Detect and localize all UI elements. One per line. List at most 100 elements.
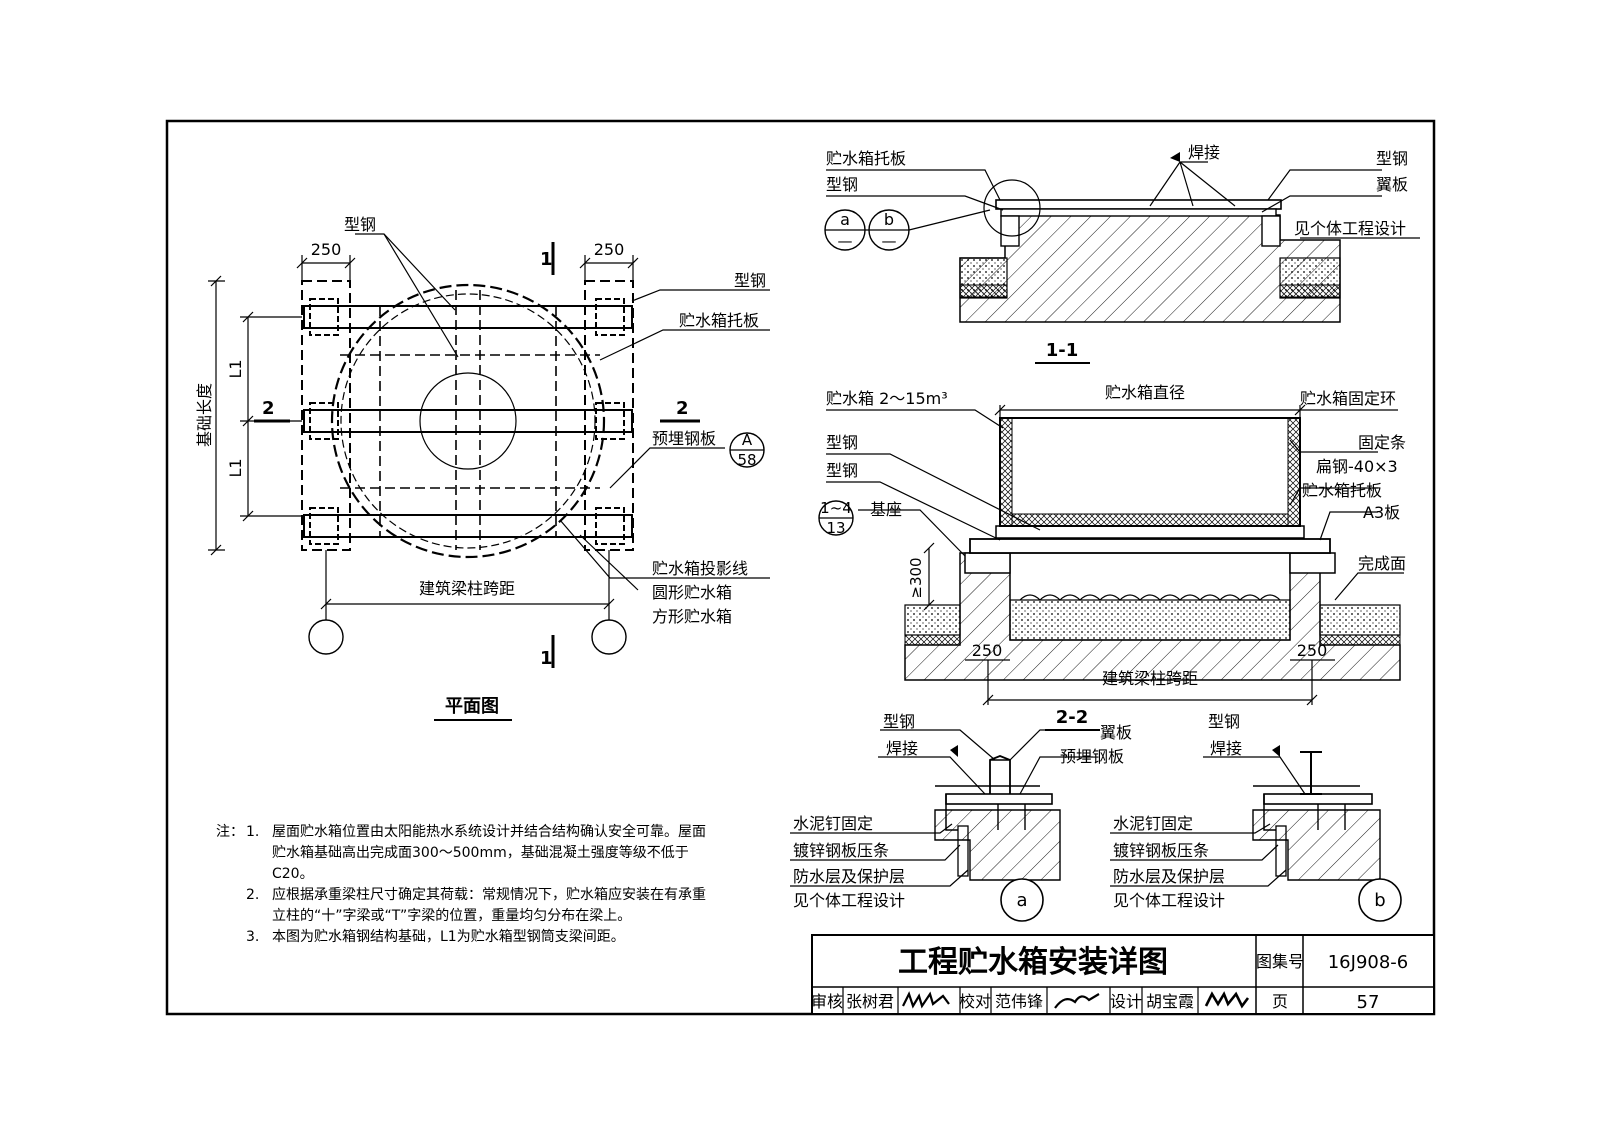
sheet-border (165, 119, 1436, 1016)
plan-title: 平面图 (445, 696, 499, 717)
label-b-design: 见个体工程设计 (1113, 891, 1225, 910)
label-a-waterproof: 防水层及保护层 (793, 867, 905, 886)
dim-span: 建筑梁柱跨距 (419, 579, 515, 598)
drawing-title: 工程贮水箱安装详图 (898, 945, 1168, 980)
label-b-weld: 焊接 (1210, 739, 1242, 758)
label-22-tray: 贮水箱托板 (1302, 481, 1382, 500)
tank-projection-circle (330, 283, 606, 559)
label-b-strip: 镀锌钢板压条 (1113, 841, 1209, 860)
label-a-wing: 翼板 (1100, 723, 1132, 742)
detail-b-marker (1358, 878, 1402, 922)
section-1-1-title: 1-1 (1046, 340, 1079, 361)
dim-22-span: 建筑梁柱跨距 (1102, 669, 1198, 688)
ref-a-text: a (840, 210, 850, 229)
label-b-steel: 型钢 (1208, 712, 1240, 731)
ref-base-bottom: 13 (826, 519, 845, 537)
label-1-1-steel-left: 型钢 (826, 175, 858, 194)
note-number: 2. (246, 887, 260, 903)
label-steel-top: 型钢 (344, 215, 376, 234)
section-2-left: 2 (262, 398, 275, 419)
detail-a: 型钢 翼板 焊接 预埋钢板 水泥钉固定 镀锌钢板压条 防水层及保护层 见个体工程… (790, 712, 1132, 922)
label-tank-volume: 贮水箱 2～15m³ (826, 389, 948, 408)
label-a-steel: 型钢 (883, 712, 915, 731)
check-name: 范伟锋 (995, 992, 1043, 1011)
dim-22-250-right: 250 (1297, 641, 1328, 660)
design-label: 设计 (1110, 992, 1142, 1011)
dim-250-right: 250 (594, 240, 625, 259)
label-22-steel-1: 型钢 (826, 433, 858, 452)
label-flat-steel: 扁钢-40×3 (1316, 457, 1398, 476)
label-a-weld: 焊接 (886, 739, 918, 758)
detail-b: 型钢 焊接 水泥钉固定 镀锌钢板压条 防水层及保护层 见个体工程设计 b (1110, 712, 1402, 922)
tank-body (999, 417, 1301, 527)
label-round-tank: 圆形贮水箱 (652, 583, 732, 602)
label-tray: 贮水箱托板 (679, 311, 759, 330)
right-foundation (584, 280, 634, 551)
ref-a58-bottom: 58 (737, 451, 756, 469)
dim-foundation-length: 基础长度 (195, 383, 214, 447)
ref-b-dash: — (882, 232, 897, 250)
page-number: 57 (1357, 992, 1380, 1013)
tank-tray-22 (969, 538, 1331, 554)
section-1-bottom: 1 (540, 648, 553, 669)
label-1-1-design: 见个体工程设计 (1294, 219, 1406, 238)
label-ring: 贮水箱固定环 (1300, 389, 1396, 408)
tank-center-circle (419, 372, 517, 470)
steel-beam-middle (303, 409, 633, 433)
label-1-1-tray: 贮水箱托板 (826, 149, 906, 168)
label-a-nail: 水泥钉固定 (793, 814, 873, 833)
review-label: 审核 (811, 992, 843, 1011)
section-2-2: 贮水箱直径 贮水箱 2～15m³ 型钢 型钢 1~4 13 基座 贮水箱固定环 … (818, 383, 1406, 731)
dim-250-left: 250 (311, 240, 342, 259)
left-foundation (301, 280, 351, 551)
label-steel-right: 型钢 (734, 271, 766, 290)
check-signature (1054, 993, 1100, 1009)
note-text: 屋面贮水箱位置由太阳能热水系统设计并结合结构确认安全可靠。屋面贮水箱基础高出完成… (272, 824, 706, 882)
label-square-tank: 方形贮水箱 (652, 607, 732, 626)
note-item: 3. 本图为贮水箱钢结构基础，L1为贮水箱型钢筒支梁间距。 (216, 927, 716, 948)
section-1-1: 贮水箱托板 型钢 焊接 型钢 翼板 见个体工程设计 a b — — 1-1 (824, 143, 1420, 364)
dim-22-250-left: 250 (972, 641, 1003, 660)
label-22-steel-2: 型钢 (826, 461, 858, 480)
section-2-right: 2 (676, 398, 689, 419)
note-item: 2. 应根据承重梁柱尺寸确定其荷载：常规情况下，贮水箱应安装在有承重立柱的“十”… (216, 885, 716, 927)
axis-circle-left (308, 619, 344, 655)
label-1-1-wing: 翼板 (1376, 175, 1408, 194)
section-1-top: 1 (540, 249, 553, 270)
notes: 注： 1. 屋面贮水箱位置由太阳能热水系统设计并结合结构确认安全可靠。屋面贮水箱… (216, 822, 716, 948)
label-strip: 固定条 (1358, 433, 1406, 452)
atlas-number: 16J908-6 (1328, 952, 1409, 973)
plan-view: 250 250 基础长度 L1 L1 2 2 1 1 (195, 215, 770, 721)
ref-a58-top: A (742, 431, 753, 449)
ref-b-text: b (884, 210, 894, 229)
note-text: 应根据承重梁柱尺寸确定其荷载：常规情况下，贮水箱应安装在有承重立柱的“十”字梁或… (272, 887, 706, 924)
label-a-embed: 预埋钢板 (1060, 747, 1124, 766)
note-number: 3. (246, 929, 260, 945)
detail-a-marker-text: a (1016, 890, 1027, 911)
label-a-design: 见个体工程设计 (793, 891, 905, 910)
design-name: 胡宝霞 (1146, 992, 1194, 1011)
design-signature (1204, 991, 1250, 1009)
atlas-label: 图集号 (1256, 952, 1304, 971)
label-finish: 完成面 (1358, 554, 1406, 573)
title-block: 工程贮水箱安装详图 图集号 16J908-6 审核 张树君 校对 范伟锋 设计 … (811, 934, 1435, 1015)
label-embed-plate: 预埋钢板 (652, 429, 716, 448)
dim-l1-top: L1 (226, 359, 245, 378)
page-label: 页 (1272, 992, 1288, 1011)
label-b-nail: 水泥钉固定 (1113, 814, 1193, 833)
steel-beam-bottom (303, 514, 633, 538)
label-tank-diameter: 贮水箱直径 (1105, 383, 1185, 402)
detail-a-marker (1000, 878, 1044, 922)
label-1-1-weld: 焊接 (1188, 143, 1220, 162)
note-number: 1. (246, 824, 260, 840)
check-label: 校对 (959, 992, 991, 1011)
detail-b-marker-text: b (1374, 890, 1385, 911)
label-a3: A3板 (1363, 503, 1400, 522)
section-2-2-title: 2-2 (1056, 707, 1089, 728)
note-item: 1. 屋面贮水箱位置由太阳能热水系统设计并结合结构确认安全可靠。屋面贮水箱基础高… (216, 822, 716, 885)
steel-beam-top (303, 305, 633, 329)
axis-circle-right (591, 619, 627, 655)
label-a-strip: 镀锌钢板压条 (793, 841, 889, 860)
dim-300: ≥300 (907, 557, 925, 598)
